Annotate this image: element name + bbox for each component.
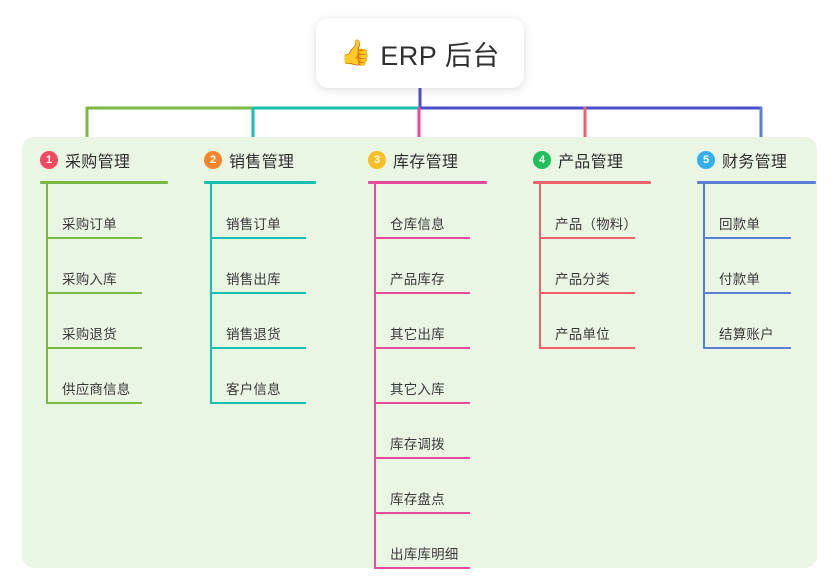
branch-item-label: 回款单 <box>719 217 761 232</box>
branch-item-label: 销售退货 <box>226 327 281 342</box>
branch-number-badge: 2 <box>204 151 222 169</box>
branch-header-5[interactable]: 5 财务管理 <box>679 147 817 173</box>
branch-item-underline <box>705 237 791 239</box>
branch-item[interactable]: 产品单位 <box>541 294 679 349</box>
branch-items: 仓库信息产品库存其它出库其它入库库存调拨库存盘点出库库明细 <box>374 184 515 569</box>
branch-title: 销售管理 <box>229 154 295 171</box>
branch-column-4: 4 产品管理产品（物料） 产品分类产品单位 <box>515 137 679 568</box>
branch-item-underline <box>376 512 470 514</box>
branch-number-badge: 4 <box>533 151 551 169</box>
branch-item-label: 其它出库 <box>390 327 445 342</box>
branch-item-label: 采购入库 <box>62 272 117 287</box>
branch-header-1[interactable]: 1 采购管理 <box>22 147 186 173</box>
branch-item[interactable]: 采购退货 <box>48 294 186 349</box>
branch-item-underline <box>541 347 635 349</box>
branch-item-underline <box>376 402 470 404</box>
branch-item-label: 产品单位 <box>555 327 610 342</box>
branch-item-underline <box>212 402 306 404</box>
branch-item-underline <box>376 292 470 294</box>
branch-item-label: 客户信息 <box>226 382 281 397</box>
branch-item-label: 付款单 <box>719 272 761 287</box>
branch-item-underline <box>541 237 635 239</box>
branch-item[interactable]: 库存调拨 <box>376 404 515 459</box>
branch-header-4[interactable]: 4 产品管理 <box>515 147 679 173</box>
branch-underline <box>533 181 651 184</box>
branch-title: 采购管理 <box>65 154 131 171</box>
branch-column-2: 2 销售管理销售订单销售出库销售退货客户信息 <box>186 137 350 568</box>
branch-column-3: 3 库存管理仓库信息产品库存其它出库其它入库库存调拨库存盘点出库库明细 <box>350 137 515 569</box>
branch-item[interactable]: 仓库信息 <box>376 184 515 239</box>
branch-underline <box>697 181 816 184</box>
branch-item-label: 仓库信息 <box>390 217 445 232</box>
branch-item[interactable]: 采购入库 <box>48 239 186 294</box>
branch-item-underline <box>212 292 306 294</box>
branch-item-label: 采购退货 <box>62 327 117 342</box>
branch-items: 回款单付款单结算账户 <box>703 184 817 349</box>
root-node[interactable]: 👍 ERP 后台 <box>316 18 524 88</box>
branch-item[interactable]: 产品库存 <box>376 239 515 294</box>
branch-item[interactable]: 销售出库 <box>212 239 350 294</box>
branch-item-underline <box>48 347 142 349</box>
branch-item-label: 销售出库 <box>226 272 281 287</box>
branch-item-underline <box>212 237 306 239</box>
branch-number-badge: 3 <box>368 151 386 169</box>
branch-item-underline <box>541 292 635 294</box>
branch-panel: 1 采购管理采购订单采购入库采购退货供应商信息 2 销售管理销售订单销售出库销售退货客… <box>22 137 817 569</box>
branch-item-underline <box>376 567 470 569</box>
branch-item[interactable]: 销售订单 <box>212 184 350 239</box>
branch-item[interactable]: 结算账户 <box>705 294 817 349</box>
branch-item[interactable]: 付款单 <box>705 239 817 294</box>
thumbs-up-icon: 👍 <box>340 38 372 67</box>
branch-item-label: 产品（物料） <box>555 217 638 232</box>
branch-item-label: 产品分类 <box>555 272 610 287</box>
branch-items: 销售订单销售出库销售退货客户信息 <box>210 184 350 404</box>
branch-item-underline <box>48 292 142 294</box>
branch-item[interactable]: 回款单 <box>705 184 817 239</box>
branch-item-underline <box>48 402 142 404</box>
branch-items: 采购订单采购入库采购退货供应商信息 <box>46 184 186 404</box>
branch-item-label: 其它入库 <box>390 382 445 397</box>
branch-item-label: 结算账户 <box>719 327 774 342</box>
branch-item-underline <box>376 237 470 239</box>
branch-underline <box>204 181 316 184</box>
branch-header-3[interactable]: 3 库存管理 <box>350 147 515 173</box>
branch-item-label: 产品库存 <box>390 272 445 287</box>
branch-header-2[interactable]: 2 销售管理 <box>186 147 350 173</box>
branch-underline <box>40 181 168 184</box>
branch-column-5: 5 财务管理回款单付款单结算账户 <box>679 137 817 568</box>
branch-item-underline <box>376 347 470 349</box>
branch-column-1: 1 采购管理采购订单采购入库采购退货供应商信息 <box>22 137 186 568</box>
branch-item-underline <box>376 457 470 459</box>
branch-title: 库存管理 <box>393 154 459 171</box>
branch-item-label: 销售订单 <box>226 217 281 232</box>
branch-title: 财务管理 <box>722 154 788 171</box>
branch-item[interactable]: 出库库明细 <box>376 514 515 569</box>
branch-item[interactable]: 其它入库 <box>376 349 515 404</box>
branch-item[interactable]: 库存盘点 <box>376 459 515 514</box>
root-title: ERP 后台 <box>380 40 500 71</box>
branch-number-badge: 5 <box>697 151 715 169</box>
branch-underline <box>368 181 487 184</box>
branch-item-underline <box>212 347 306 349</box>
branch-item-label: 采购订单 <box>62 217 117 232</box>
branch-item[interactable]: 客户信息 <box>212 349 350 404</box>
branch-item[interactable]: 产品分类 <box>541 239 679 294</box>
branch-item-underline <box>705 292 791 294</box>
branch-item[interactable]: 销售退货 <box>212 294 350 349</box>
branch-item-label: 库存盘点 <box>390 492 445 507</box>
branch-item-label: 出库库明细 <box>390 547 459 562</box>
branch-item-underline <box>48 237 142 239</box>
branch-item-label: 库存调拨 <box>390 437 445 452</box>
branch-item-underline <box>705 347 791 349</box>
branch-row: 1 采购管理采购订单采购入库采购退货供应商信息 2 销售管理销售订单销售出库销售退货客… <box>22 137 817 569</box>
branch-item[interactable]: 产品（物料） <box>541 184 679 239</box>
branch-item[interactable]: 供应商信息 <box>48 349 186 404</box>
branch-item[interactable]: 采购订单 <box>48 184 186 239</box>
branch-items: 产品（物料） 产品分类产品单位 <box>539 184 679 349</box>
branch-title: 产品管理 <box>558 154 624 171</box>
branch-item-label: 供应商信息 <box>62 382 131 397</box>
branch-item[interactable]: 其它出库 <box>376 294 515 349</box>
branch-number-badge: 1 <box>40 151 58 169</box>
